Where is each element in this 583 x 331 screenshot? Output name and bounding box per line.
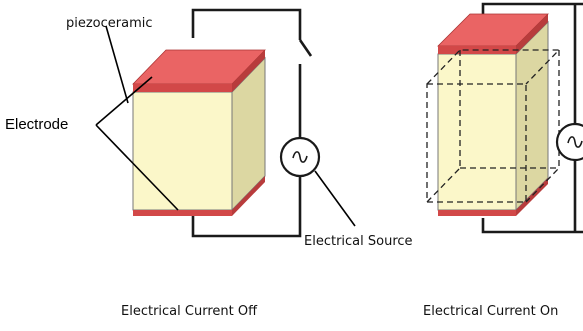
piezoceramic-label: piezoceramic (66, 16, 153, 31)
electrode-label: Electrode (5, 116, 68, 133)
caption-current-on: Electrical Current On (423, 304, 558, 319)
bottom-wire-on (481, 218, 583, 234)
top-wire-off (191, 8, 302, 40)
top-electrode-side-on (516, 14, 548, 54)
ceramic-front-face-on (437, 53, 517, 211)
ac-source-on (555, 4, 583, 232)
switch-lever (298, 39, 313, 57)
piezoceramic-leader (105, 25, 129, 104)
electrical-source-label: Electrical Source (304, 234, 413, 249)
sine-wave-icon-on (567, 136, 583, 148)
bottom-electrode-side (232, 176, 265, 216)
sine-wave-icon (292, 151, 308, 163)
electrode-leader-top (95, 76, 153, 126)
electrode-leader-bottom (95, 124, 179, 211)
caption-current-off: Electrical Current Off (121, 304, 258, 319)
top-electrode-front (133, 84, 232, 92)
source-leader (314, 170, 356, 227)
bottom-wire-off (191, 176, 302, 238)
current-on-panel: Electrical Current On (423, 2, 583, 319)
ac-source-off (279, 136, 321, 178)
bottom-electrode-on (438, 210, 516, 216)
original-size-outline (426, 49, 561, 203)
bottom-electrode-off (133, 210, 232, 216)
top-electrode-side (232, 50, 265, 92)
piezo-block-on (437, 13, 549, 216)
ceramic-front-face (132, 91, 233, 211)
current-off-panel: piezoceramic Electrode Electrical Source… (5, 8, 413, 319)
piezo-block-off (132, 49, 266, 216)
